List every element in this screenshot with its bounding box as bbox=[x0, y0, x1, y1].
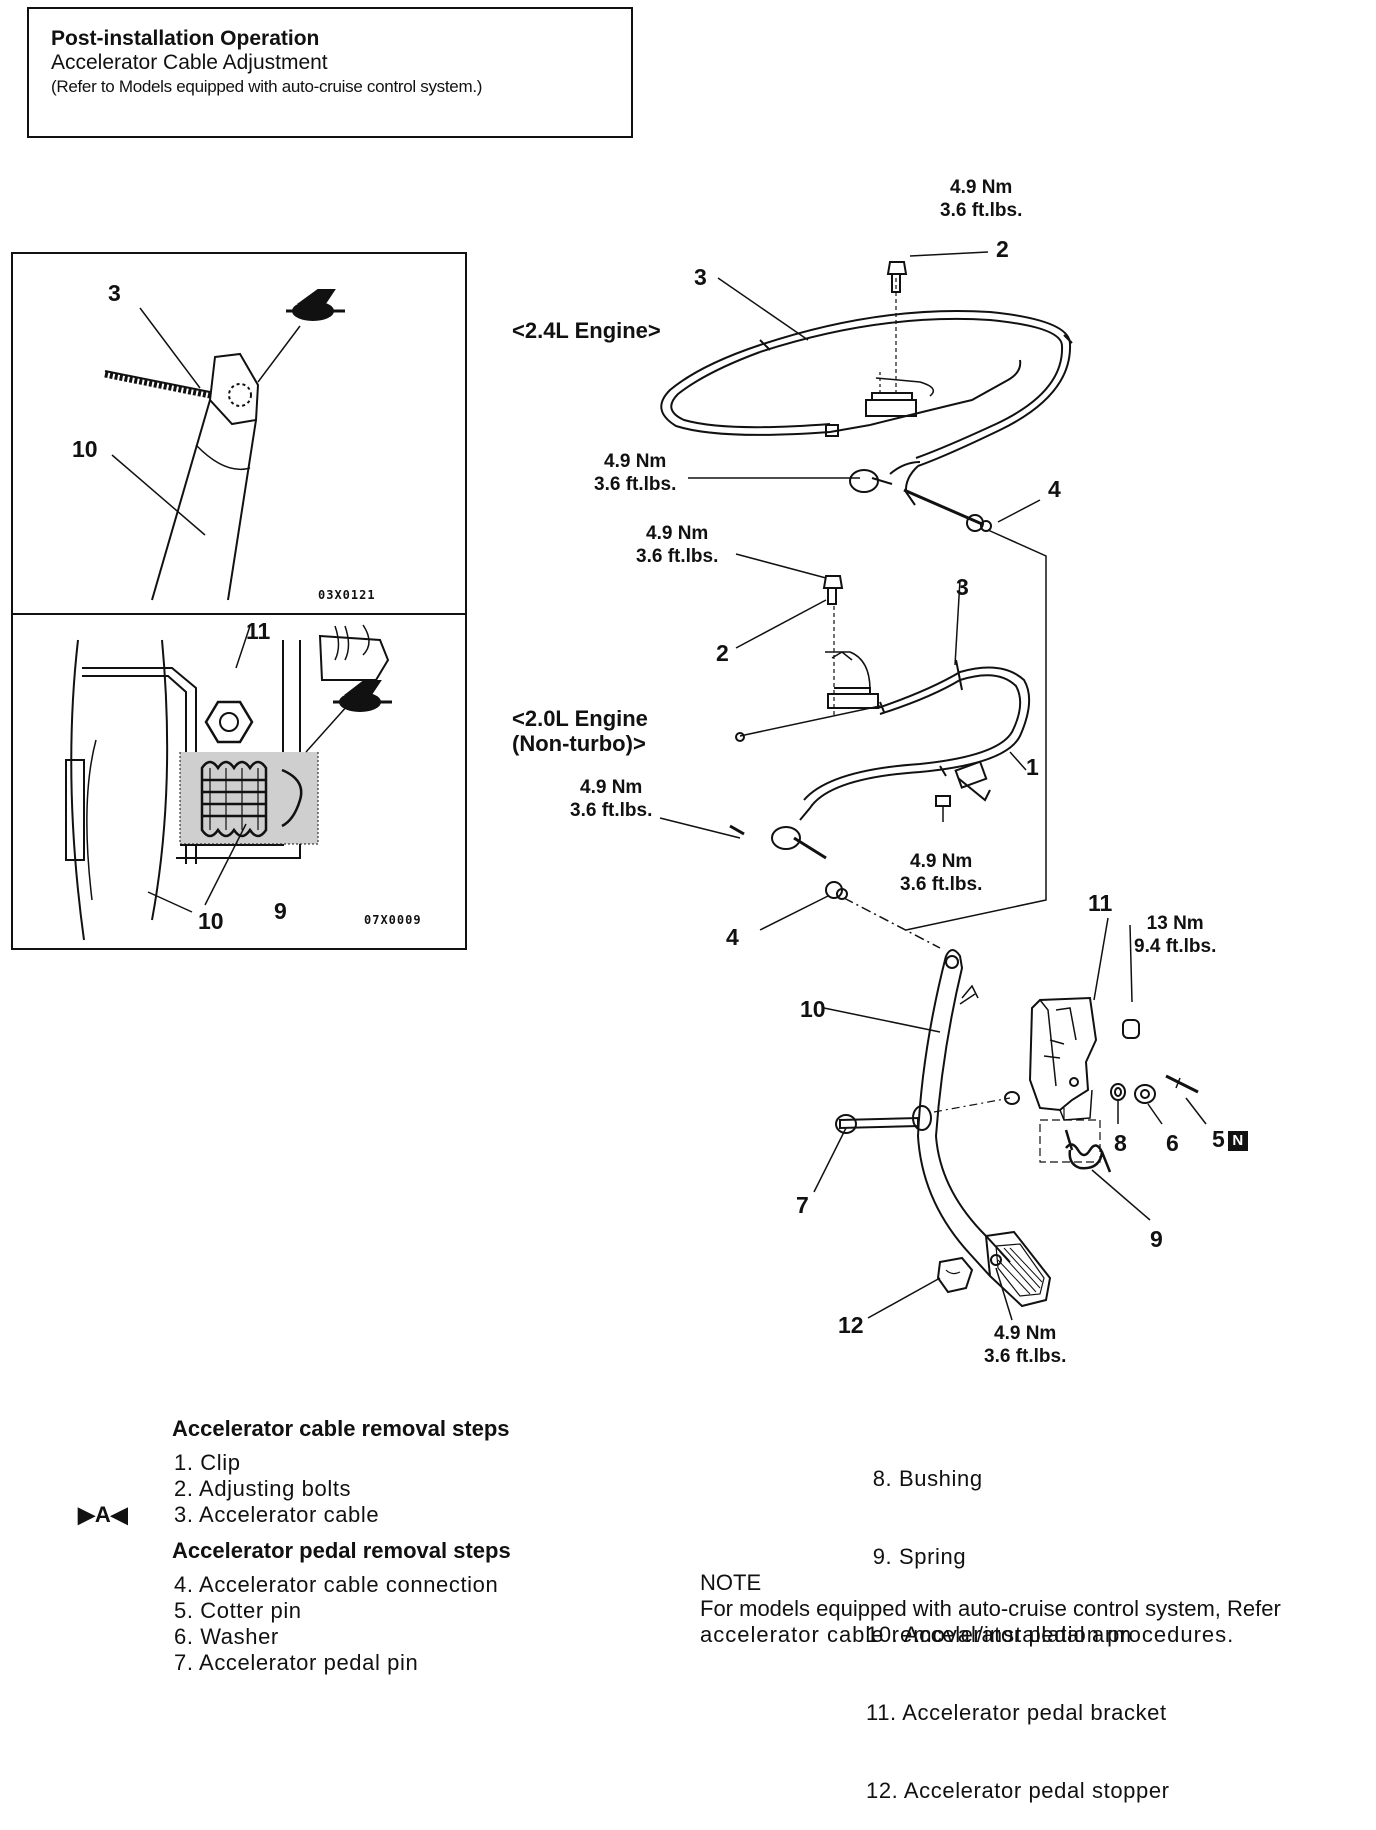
torque-ftlbs: 3.6 ft.lbs. bbox=[594, 474, 677, 495]
note-block: NOTE For models equipped with auto-cruis… bbox=[700, 1570, 1281, 1648]
spring-9 bbox=[1064, 1129, 1112, 1173]
torque-nm: 4.9 Nm bbox=[910, 851, 973, 872]
inset-bottom-callout-10: 10 bbox=[198, 908, 224, 934]
callout-2: 2 bbox=[716, 640, 729, 666]
link-line bbox=[905, 529, 1047, 931]
inset-frame bbox=[11, 252, 467, 950]
header-title: Post-installation Operation bbox=[51, 27, 320, 50]
torque-nm: 4.9 Nm bbox=[580, 777, 643, 798]
callout-5-number: 5 bbox=[1212, 1126, 1225, 1152]
callout-4: 4 bbox=[1048, 476, 1061, 502]
inset-divider bbox=[11, 613, 467, 615]
list-item: 4. Accelerator cable connection bbox=[174, 1572, 499, 1597]
torque-ftlbs: 9.4 ft.lbs. bbox=[1134, 936, 1217, 957]
torque-ftlbs: 3.6 ft.lbs. bbox=[984, 1346, 1067, 1367]
inset-top-drawing bbox=[104, 289, 345, 601]
callout-7: 7 bbox=[796, 1192, 809, 1218]
accelerator-pedal-arm bbox=[813, 949, 1052, 1308]
torque-spec: 4.9 Nm 3.6 ft.lbs. bbox=[636, 522, 718, 568]
service-point-marker: ▶A◀ bbox=[78, 1502, 128, 1527]
list-item: 3. Accelerator cable bbox=[174, 1502, 380, 1527]
cable-removal-list: 1. Clip 2. Adjusting bolts 3. Accelerato… bbox=[174, 1450, 379, 1528]
list-item: 5. Cotter pin bbox=[174, 1598, 302, 1623]
torque-ftlbs: 3.6 ft.lbs. bbox=[900, 874, 983, 895]
callout-9: 9 bbox=[1150, 1226, 1163, 1252]
accelerator-pedal-stopper bbox=[867, 1254, 1013, 1321]
torque-spec: 4.9 Nm 3.6 ft.lbs. bbox=[940, 176, 1022, 222]
callout-1: 1 bbox=[1026, 754, 1039, 780]
exploded-view-drawing bbox=[65, 251, 1207, 1321]
torque-ftlbs: 3.6 ft.lbs. bbox=[636, 546, 719, 567]
torque-spec: 4.9 Nm 3.6 ft.lbs. bbox=[570, 776, 652, 822]
pedal-removal-title: Accelerator pedal removal steps bbox=[172, 1538, 511, 1563]
cable-2-4l bbox=[660, 251, 1073, 532]
torque-nm: 4.9 Nm bbox=[950, 177, 1013, 198]
list-item: 10. Accelerator pedal arm bbox=[866, 1622, 1132, 1647]
callout-8: 8 bbox=[1114, 1130, 1127, 1156]
torque-ftlbs: 3.6 ft.lbs. bbox=[940, 200, 1023, 221]
engine-label-2-0l: <2.0L Engine (Non-turbo)> bbox=[512, 706, 648, 756]
grease-gun-icon-bottom bbox=[333, 680, 392, 712]
inset-bottom-callout-9: 9 bbox=[274, 898, 287, 924]
list-item: 1. Clip bbox=[174, 1450, 241, 1475]
callout-4: 4 bbox=[726, 924, 739, 950]
header-subtitle: Accelerator Cable Adjustment bbox=[51, 51, 328, 74]
cable-2-0l bbox=[659, 553, 1031, 949]
note-heading: NOTE bbox=[700, 1570, 762, 1595]
note-line-1: For models equipped with auto-cruise con… bbox=[700, 1596, 1281, 1621]
grease-gun-icon-top bbox=[286, 289, 345, 321]
header-note: (Refer to Models equipped with auto-crui… bbox=[51, 77, 483, 96]
torque-nm: 4.9 Nm bbox=[646, 523, 709, 544]
callout-6: 6 bbox=[1166, 1130, 1179, 1156]
inset-top-callout-10: 10 bbox=[72, 436, 98, 462]
header-box: Post-installation Operation Accelerator … bbox=[27, 7, 633, 138]
list-item: 9. Spring bbox=[866, 1544, 967, 1569]
torque-nm: 4.9 Nm bbox=[994, 1323, 1057, 1344]
cable-removal-title: Accelerator cable removal steps bbox=[172, 1416, 510, 1441]
list-item: 7. Accelerator pedal pin bbox=[174, 1650, 419, 1675]
note-line-2: accelerator cable removal/installation p… bbox=[700, 1622, 1235, 1647]
list-item: 11. Accelerator pedal bracket bbox=[866, 1700, 1167, 1725]
torque-nm: 4.9 Nm bbox=[604, 451, 667, 472]
pedal-removal-list: 4. Accelerator cable connection 5. Cotte… bbox=[174, 1572, 498, 1676]
non-reusable-badge: N bbox=[1227, 1131, 1248, 1151]
inset-bottom-code: 07X0009 bbox=[364, 913, 422, 927]
torque-spec: 4.9 Nm 3.6 ft.lbs. bbox=[984, 1322, 1066, 1368]
torque-spec: 13 Nm 9.4 ft.lbs. bbox=[1134, 912, 1216, 958]
callout-3: 3 bbox=[694, 264, 707, 290]
inset-bottom-callout-11: 11 bbox=[246, 618, 271, 644]
callout-10: 10 bbox=[800, 996, 826, 1022]
engine-label-2-0l-line2: (Non-turbo)> bbox=[512, 731, 646, 756]
inset-bottom-drawing bbox=[65, 624, 392, 941]
list-item: 12. Accelerator pedal stopper bbox=[866, 1778, 1170, 1803]
inset-top-callout-3: 3 bbox=[108, 280, 121, 306]
torque-spec: 4.9 Nm 3.6 ft.lbs. bbox=[900, 850, 982, 896]
engine-label-2-0l-line1: <2.0L Engine bbox=[512, 706, 648, 731]
callout-2: 2 bbox=[996, 236, 1009, 262]
bracket-small-parts bbox=[1110, 924, 1207, 1125]
engine-label-2-4l: <2.4L Engine> bbox=[512, 318, 661, 343]
callout-11: 11 bbox=[1088, 890, 1113, 916]
callout-3: 3 bbox=[956, 574, 969, 600]
torque-nm: 13 Nm bbox=[1146, 913, 1204, 934]
list-item: 2. Adjusting bolts bbox=[174, 1476, 352, 1501]
inset-top-code: 03X0121 bbox=[318, 588, 376, 602]
torque-ftlbs: 3.6 ft.lbs. bbox=[570, 800, 653, 821]
list-item: 6. Washer bbox=[174, 1624, 279, 1649]
accelerator-pedal-bracket bbox=[1028, 917, 1151, 1221]
callout-12: 12 bbox=[838, 1312, 864, 1338]
torque-spec: 4.9 Nm 3.6 ft.lbs. bbox=[594, 450, 676, 496]
list-item: 8. Bushing bbox=[866, 1466, 983, 1491]
